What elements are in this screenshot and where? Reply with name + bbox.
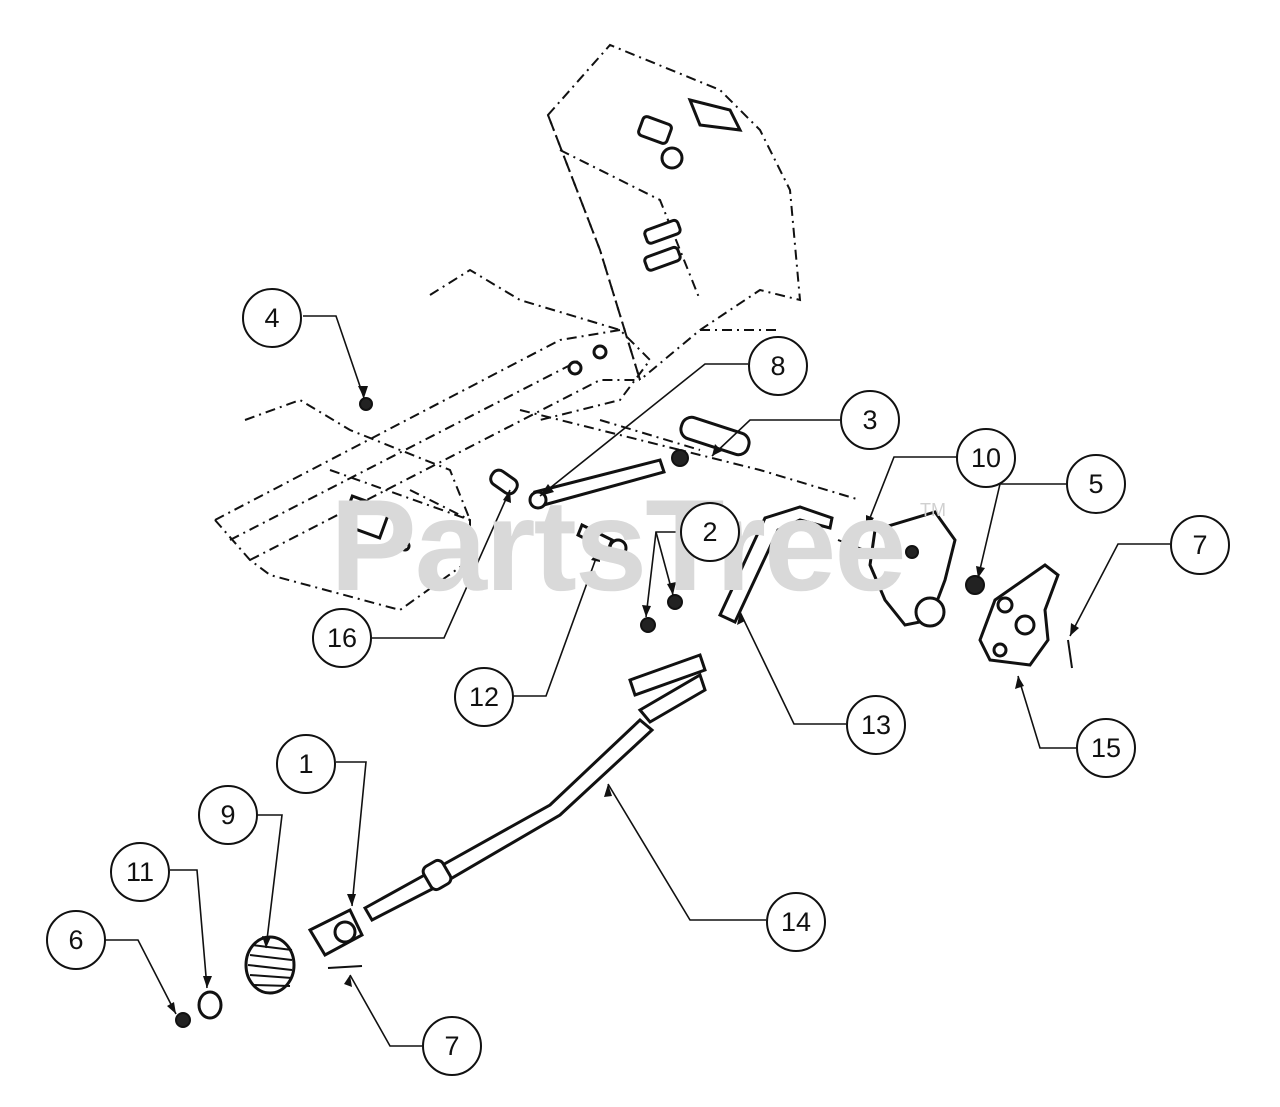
part-7-cotter-pin-upper	[1067, 639, 1073, 669]
part-12-bolt	[576, 522, 628, 558]
frame-outline	[214, 43, 861, 612]
part-7-pin-lower	[327, 965, 363, 969]
part-4-nut	[359, 397, 373, 411]
part-15-cam-plate	[978, 563, 1060, 667]
part-3-pin	[679, 415, 751, 457]
callout-7-upper[interactable]: 7	[1170, 515, 1230, 575]
callout-16[interactable]: 16	[312, 608, 372, 668]
part-14-shift-rod	[362, 672, 707, 922]
callout-8[interactable]: 8	[748, 336, 808, 396]
part-13-shift-arm	[628, 505, 834, 697]
callout-11[interactable]: 11	[110, 842, 170, 902]
part-8-rod	[528, 449, 689, 510]
callout-6[interactable]: 6	[46, 910, 106, 970]
part-5-nut	[965, 575, 985, 595]
part-6-nut	[175, 1012, 191, 1028]
callout-3[interactable]: 3	[840, 390, 900, 450]
arrowheads	[167, 386, 1079, 1014]
part-1-collar	[307, 907, 364, 958]
callout-13[interactable]: 13	[846, 695, 906, 755]
callout-4[interactable]: 4	[242, 288, 302, 348]
part-2-nut-a	[640, 617, 656, 633]
callout-7-lower[interactable]: 7	[422, 1016, 482, 1076]
part-2-nut-b	[667, 594, 683, 610]
part-11-washer	[197, 990, 223, 1020]
trademark-symbol: TM	[920, 500, 946, 520]
callout-12[interactable]: 12	[454, 667, 514, 727]
part-16-bushing	[489, 468, 519, 496]
callout-5[interactable]: 5	[1066, 454, 1126, 514]
callout-14[interactable]: 14	[766, 892, 826, 952]
callout-1[interactable]: 1	[276, 734, 336, 794]
frame-details	[340, 97, 743, 552]
callout-2[interactable]: 2	[680, 502, 740, 562]
part-9-spring	[244, 935, 296, 995]
callout-9[interactable]: 9	[198, 785, 258, 845]
callout-15[interactable]: 15	[1076, 718, 1136, 778]
callout-10[interactable]: 10	[956, 428, 1016, 488]
